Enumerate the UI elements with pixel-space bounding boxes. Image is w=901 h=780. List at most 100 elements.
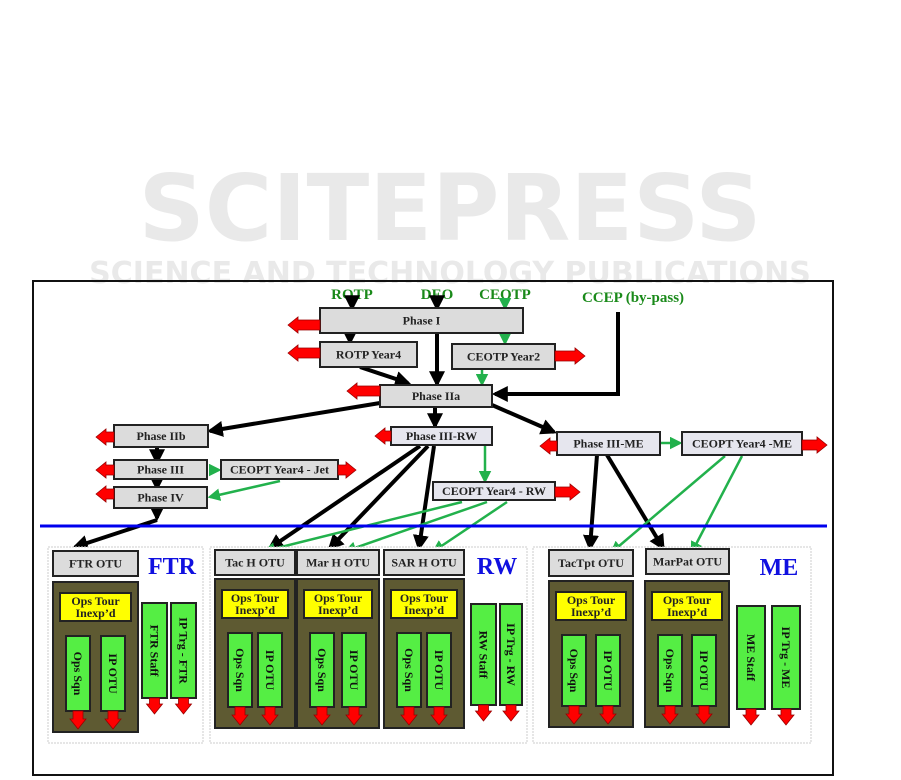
- exit-arrow-icon: [174, 697, 193, 715]
- ip-trg-bar-label: IP Trg - RW: [504, 623, 518, 686]
- ops-tour-box: [303, 589, 373, 619]
- node-phase-iia: Phase IIa: [379, 384, 493, 408]
- exit-arrow-icon: [661, 705, 679, 725]
- exit-arrow-icon: [777, 708, 795, 726]
- node-label: CEOTP Year2: [467, 350, 540, 364]
- input-ceotp-label: CEOTP: [479, 287, 531, 303]
- node-phase-iii-rw: Phase III-RW: [390, 426, 493, 446]
- ip-otu-bar: [426, 632, 452, 708]
- ops-tour-label: Ops Tour: [400, 591, 449, 605]
- flow-arrow: [206, 401, 381, 437]
- inexp-label: Inexp’d: [318, 603, 358, 617]
- node-phase-iv: Phase IV: [113, 486, 208, 509]
- node-phase-i: Phase I: [319, 307, 524, 334]
- exit-arrow-icon: [261, 706, 279, 726]
- ops-tour-label: Ops Tour: [231, 591, 280, 605]
- node-label: Phase III-ME: [573, 437, 643, 451]
- otu-name: MarPat OTU: [653, 555, 722, 569]
- node-rotp-year4: ROTP Year4: [319, 341, 418, 368]
- exit-arrow-icon: [95, 461, 115, 479]
- node-label: CEOPT Year4 -ME: [692, 437, 792, 451]
- otu-name: Tac H OTU: [225, 556, 285, 570]
- watermark-title: SCITEPRESS: [138, 155, 761, 262]
- exit-arrow-icon: [554, 347, 586, 365]
- node-label: ROTP Year4: [336, 348, 401, 362]
- exit-arrow-icon: [287, 316, 321, 334]
- node-ceopt-rw: CEOPT Year4 - RW: [432, 481, 556, 501]
- exit-arrow-icon: [554, 483, 581, 501]
- exit-arrow-icon: [599, 705, 617, 725]
- ip-trg-bar-label: IP Trg - ME: [779, 627, 793, 689]
- ip-otu-bar-label: IP OTU: [432, 650, 446, 691]
- node-label: CEOPT Year4 - RW: [442, 484, 546, 498]
- exit-arrow-icon: [346, 382, 381, 400]
- node-phase-iii: Phase III: [113, 459, 208, 480]
- staff-bar: [736, 605, 766, 710]
- exit-arrow-icon: [502, 704, 520, 722]
- ops-sqn-bar-label: Ops Sqn: [402, 648, 416, 692]
- ip-otu-bar-label: IP OTU: [347, 650, 361, 691]
- ip-otu-bar-label: IP OTU: [263, 650, 277, 691]
- flow-arrow: [605, 453, 665, 551]
- input-rotp-label: ROTP: [331, 287, 373, 303]
- flow-arrow: [267, 444, 422, 550]
- flow-arrow: [71, 518, 158, 551]
- ops-tour-box: [651, 591, 723, 621]
- ip-trg-bar: [771, 605, 801, 710]
- exit-arrow-icon: [345, 706, 363, 726]
- group-label: ME: [760, 555, 799, 581]
- exit-arrow-icon: [474, 704, 493, 722]
- ops-sqn-bar: [657, 634, 683, 707]
- staff-bar-label: ME Staff: [744, 634, 758, 682]
- group-label: FTR: [148, 554, 197, 580]
- inexp-label: Inexp’d: [571, 605, 611, 619]
- otu-name: SAR H OTU: [391, 556, 457, 570]
- watermark-subtitle: SCIENCE AND TECHNOLOGY PUBLICATIONS: [89, 256, 811, 291]
- exit-arrow-icon: [145, 697, 164, 715]
- exit-arrow-icon: [95, 428, 115, 446]
- exit-arrow-icon: [231, 706, 249, 726]
- inexp-label: Inexp’d: [75, 606, 115, 620]
- flow-arrow: [491, 312, 620, 402]
- staff-bar-label: RW Staff: [477, 631, 491, 680]
- node-label: Phase IIb: [136, 429, 185, 443]
- ops-sqn-bar-label: Ops Sqn: [663, 649, 677, 693]
- ops-tour-box: [59, 592, 132, 622]
- ops-tour-box: [221, 589, 289, 619]
- ops-sqn-bar: [561, 634, 587, 707]
- exit-arrow-icon: [69, 710, 87, 730]
- ops-sqn-bar-label: Ops Sqn: [233, 648, 247, 692]
- ip-trg-bar-label: IP Trg - FTR: [177, 617, 191, 684]
- ops-tour-label: Ops Tour: [314, 591, 363, 605]
- staff-bar: [141, 602, 168, 699]
- ops-tour-label: Ops Tour: [567, 593, 616, 607]
- ceopt-flow-arrow: [610, 455, 726, 554]
- exit-arrow-icon: [430, 706, 448, 726]
- ops-tour-label: Ops Tour: [71, 594, 120, 608]
- node-ceopt-jet: CEOPT Year4 - Jet: [220, 459, 339, 480]
- exit-arrow-icon: [400, 706, 418, 726]
- ip-otu-bar-label: IP OTU: [106, 653, 120, 694]
- exit-arrow-icon: [742, 708, 760, 726]
- ops-sqn-bar-label: Ops Sqn: [567, 649, 581, 693]
- exit-arrow-icon: [287, 344, 321, 362]
- inexp-label: Inexp’d: [404, 603, 444, 617]
- node-label: Phase III: [137, 463, 184, 477]
- ops-tour-box: [555, 591, 627, 621]
- ceopt-flow-arrow: [690, 455, 744, 555]
- otu-name: TacTpt OTU: [558, 556, 624, 570]
- node-ceopt-me: CEOPT Year4 -ME: [681, 431, 803, 456]
- ops-sqn-bar-label: Ops Sqn: [315, 648, 329, 692]
- staff-bar-label: FTR Staff: [148, 625, 162, 678]
- exit-arrow-icon: [539, 437, 558, 455]
- inexp-label: Inexp’d: [235, 603, 275, 617]
- otu-name: FTR OTU: [69, 557, 122, 571]
